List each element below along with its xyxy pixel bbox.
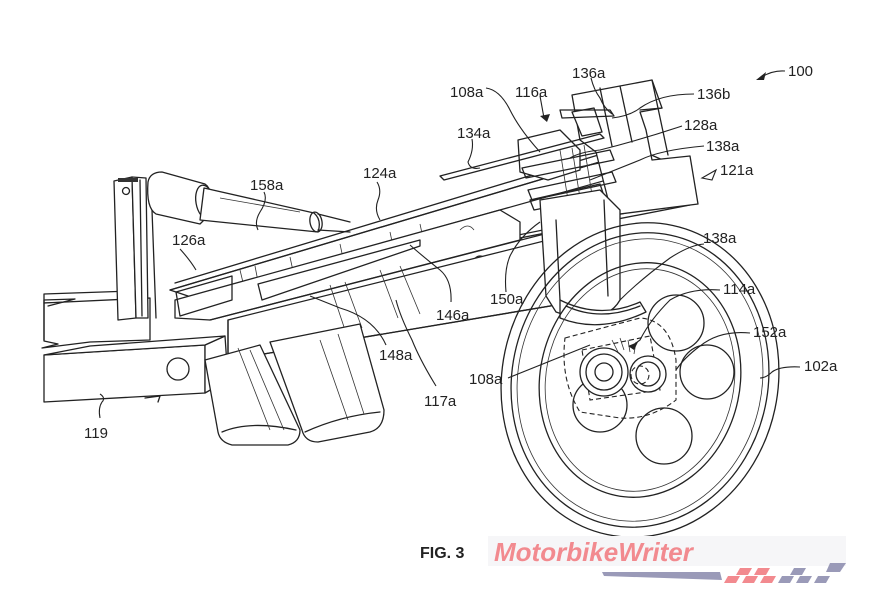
figure-caption: FIG. 3 — [420, 545, 465, 562]
checkered-stripe — [724, 563, 846, 583]
label-117a: 117a — [424, 393, 457, 410]
watermark-text: MotorbikeWriter — [494, 537, 695, 567]
label-102a: 102a — [804, 358, 838, 375]
label-119: 119 — [84, 425, 108, 442]
label-136b: 136b — [697, 86, 730, 103]
motor-cylinders — [204, 323, 385, 446]
watermark-logo: MotorbikeWriter — [488, 536, 846, 583]
steering-tube-150a — [539, 189, 647, 326]
reference-labels: 158a 124a 108a 116a 136a 136b 134a 128a … — [84, 63, 838, 442]
label-138a-top: 138a — [706, 138, 740, 155]
label-134a: 134a — [457, 125, 491, 142]
label-100: 100 — [788, 63, 813, 80]
label-148a: 148a — [379, 347, 413, 364]
label-152a: 152a — [753, 324, 787, 341]
label-114a: 114a — [723, 281, 756, 298]
label-128a: 128a — [684, 117, 718, 134]
label-108a-bottom: 108a — [469, 371, 503, 388]
label-146a: 146a — [436, 307, 470, 324]
label-136a: 136a — [572, 65, 606, 82]
label-116a: 116a — [515, 84, 548, 101]
bracket — [113, 176, 157, 321]
label-126a: 126a — [172, 232, 206, 249]
label-121a: 121a — [720, 162, 754, 179]
wheel-102a — [500, 222, 780, 538]
label-158a: 158a — [250, 177, 284, 194]
label-138a-mid: 138a — [703, 230, 737, 247]
label-108a-top: 108a — [450, 84, 484, 101]
pivot-block-121a — [559, 79, 699, 216]
label-150a: 150a — [490, 291, 524, 308]
leader-lines — [98, 70, 801, 419]
actuator-158a — [147, 171, 351, 233]
label-124a: 124a — [363, 165, 397, 182]
